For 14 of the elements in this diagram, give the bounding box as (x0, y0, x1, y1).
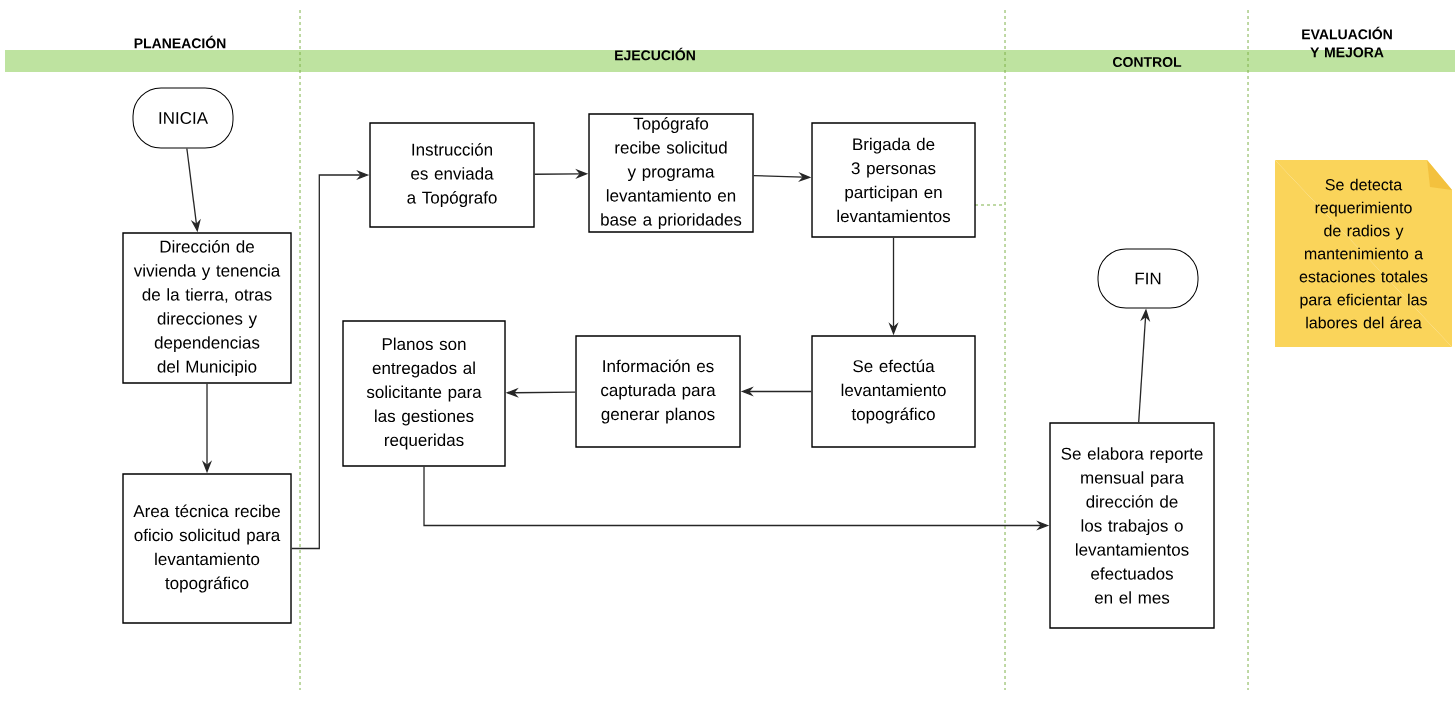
process-box: Area técnica recibe oficio solicitud para levantamiento topográfico (122, 473, 292, 624)
lane-title: CONTROL (1113, 57, 1182, 67)
sticky-note: Se detecta requerimiento de radios y mantenimiento a estaciones totales para eficientar las labores del área (1275, 160, 1452, 347)
lane-title: EJECUCIÓN (615, 47, 695, 61)
process-box: Brigada de 3 personas participan en levantamientos (811, 122, 976, 238)
process-box: Dirección de vivienda y tenencia de la tierra, otras direcciones y dependencias del Municipio (122, 232, 292, 384)
process-box: Información es capturada para generar planos (575, 335, 741, 448)
process-box: Planos son entregados al solicitante para las gestiones requeridas (342, 320, 506, 467)
lane-title: PLANEACIÓN (134, 35, 226, 49)
process-box: Instrucción es enviada a Topógrafo (369, 122, 535, 228)
lane-title: EVALUACIÓN Y MEJORA (1302, 26, 1392, 58)
process-box: Topógrafo recibe solicitud y programa levantamiento en base a prioridades (588, 113, 754, 233)
process-box: Se elabora reporte mensual para dirección de los trabajos o levantamientos efectuados en el mes (1049, 422, 1215, 629)
process-box: Se efectúa levantamiento topográfico (811, 335, 976, 448)
